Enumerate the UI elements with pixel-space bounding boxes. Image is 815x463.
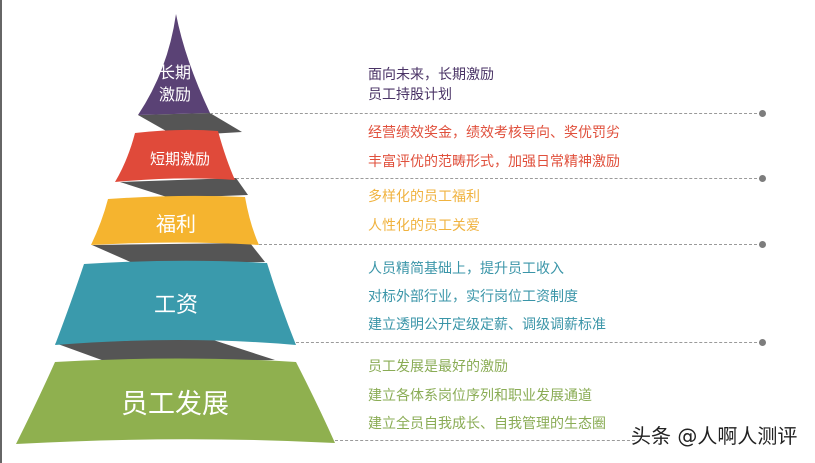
separator-1 xyxy=(210,113,762,114)
level-welfare-shape xyxy=(91,195,259,245)
left-border xyxy=(0,0,2,463)
development-desc-2: 建立各体系岗位序列和职业发展通道 xyxy=(368,388,592,404)
fold-3 xyxy=(92,243,265,264)
welfare-desc-2: 人性化的员工关爱 xyxy=(368,218,480,234)
separator-dot-4 xyxy=(759,339,766,346)
welfare-desc-1: 多样化的员工福利 xyxy=(368,189,480,205)
fold-4 xyxy=(55,338,275,363)
separator-dot-2 xyxy=(759,175,766,182)
level-short-term-shape xyxy=(115,129,235,182)
fold-2 xyxy=(120,178,248,198)
short-term-desc-1: 经营绩效奖金，绩效考核导向、奖优罚劣 xyxy=(368,125,620,141)
level-development-label: 员工发展 xyxy=(121,389,229,420)
level-long-term-shape xyxy=(138,14,210,115)
separator-5 xyxy=(335,440,635,441)
salary-desc-3: 建立透明公开定级定薪、调级调薪标准 xyxy=(368,317,606,333)
development-desc-1: 员工发展是最好的激励 xyxy=(368,359,508,375)
level-development-shape xyxy=(16,358,335,444)
level-salary-label: 工资 xyxy=(153,293,198,318)
label-line: 长期 xyxy=(158,63,191,82)
separator-dot-3 xyxy=(759,241,766,248)
development-desc-3: 建立全员自我成长、自我管理的生态圈 xyxy=(368,416,606,432)
short-term-desc-2: 丰富评优的范畴形式，加强日常精神激励 xyxy=(368,154,620,170)
fold-1 xyxy=(138,113,242,136)
level-welfare-label: 福利 xyxy=(156,212,196,236)
label-line: 激励 xyxy=(158,85,191,104)
watermark: 头条 @人啊人测评 xyxy=(631,424,798,448)
separator-2 xyxy=(236,178,762,179)
salary-desc-2: 对标外部行业，实行岗位工资制度 xyxy=(368,289,578,305)
separator-4 xyxy=(296,342,762,343)
level-salary-shape xyxy=(55,260,296,345)
long-term-desc-2: 员工持股计划 xyxy=(368,87,452,103)
separator-dot-1 xyxy=(759,110,766,117)
level-short-term-label: 短期激励 xyxy=(149,150,210,168)
salary-desc-1: 人员精简基础上，提升员工收入 xyxy=(368,261,564,277)
separator-3 xyxy=(259,244,762,245)
long-term-desc-1: 面向未来，长期激励 xyxy=(368,67,494,83)
level-long-term-label: 长期 激励 xyxy=(150,62,200,106)
